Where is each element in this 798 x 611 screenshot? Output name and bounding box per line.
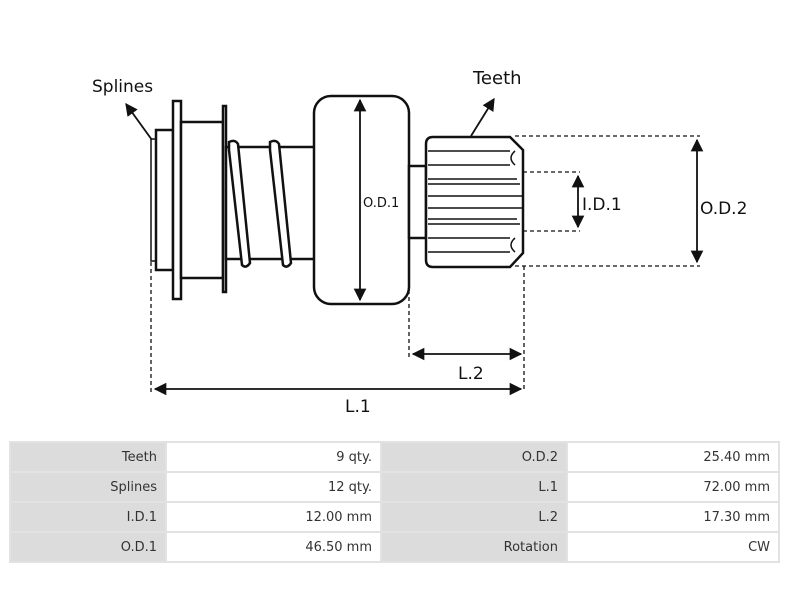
spec-key: Rotation (382, 533, 566, 561)
spec-value: 46.50 mm (167, 533, 380, 561)
spec-value: CW (568, 533, 778, 561)
spring-coil (268, 139, 293, 268)
table-row: O.D.1 46.50 mm Rotation CW (11, 533, 778, 561)
spring-coil (227, 139, 252, 268)
spec-key: I.D.1 (11, 503, 165, 531)
pinion-neck (407, 164, 428, 240)
id1-label: I.D.1 (582, 195, 622, 215)
od1-label: O.D.1 (363, 196, 399, 211)
spec-key: O.D.1 (11, 533, 165, 561)
spec-key: L.1 (382, 473, 566, 501)
splines-leader (125, 102, 153, 141)
splines-label: Splines (92, 77, 153, 97)
spec-key: Teeth (11, 443, 165, 471)
table-row: Splines 12 qty. L.1 72.00 mm (11, 473, 778, 501)
spec-value: 17.30 mm (568, 503, 778, 531)
spec-key: L.2 (382, 503, 566, 531)
pinion-teeth (424, 135, 525, 269)
clutch-housing (179, 120, 225, 280)
collar (154, 128, 175, 272)
spec-value: 12.00 mm (167, 503, 380, 531)
extension-lines (150, 135, 700, 392)
spec-value: 9 qty. (167, 443, 380, 471)
spec-key: O.D.2 (382, 443, 566, 471)
spec-key: Splines (11, 473, 165, 501)
dimension-arrows (125, 97, 704, 396)
teeth-leader (470, 97, 495, 137)
specifications-table: Teeth 9 qty. O.D.2 25.40 mm Splines 12 q… (9, 441, 780, 563)
table-row: I.D.1 12.00 mm L.2 17.30 mm (11, 503, 778, 531)
pinion-grooves (428, 150, 522, 253)
spec-value: 72.00 mm (568, 473, 778, 501)
table-row: Teeth 9 qty. O.D.2 25.40 mm (11, 443, 778, 471)
pinion-body (150, 94, 525, 306)
l1-label: L.1 (345, 397, 371, 417)
l2-label: L.2 (458, 364, 484, 384)
od2-label: O.D.2 (700, 199, 747, 219)
teeth-label: Teeth (472, 68, 522, 89)
starter-drive-diagram: Splines Teeth O.D.1 I.D.1 O.D.2 L.2 L.1 (92, 68, 747, 417)
spec-value: 12 qty. (167, 473, 380, 501)
spec-value: 25.40 mm (568, 443, 778, 471)
